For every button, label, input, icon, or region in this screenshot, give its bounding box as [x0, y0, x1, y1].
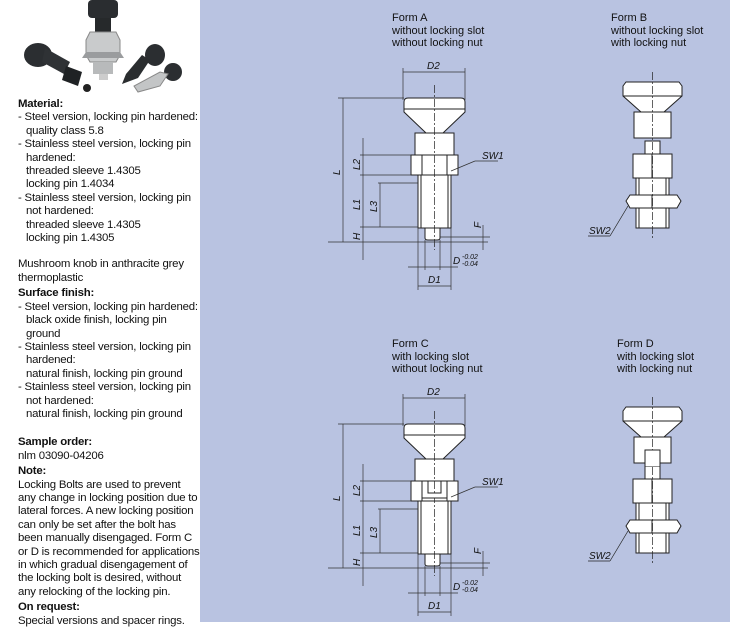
surface-line: - Stainless steel version, locking pin [18, 340, 191, 353]
surface-line: black oxide finish, locking pin ground [26, 314, 167, 340]
description-column: Material: - Steel version, locking pin h… [0, 0, 200, 627]
dim-l2: L2 [352, 158, 363, 170]
material-line: locking pin 1.4034 [26, 178, 115, 191]
dim-l: L [332, 495, 343, 501]
dim-f: F [473, 221, 484, 228]
surface-line: - Stainless steel version, locking pin [18, 381, 191, 394]
dim-l2: L2 [352, 484, 363, 496]
surface-item: - Stainless steel version, locking pin n… [18, 381, 200, 421]
form-label-line: with locking slot [392, 350, 470, 363]
form-label-line: Form D [617, 338, 654, 350]
material-item: - Steel version, locking pin hardened: q… [18, 111, 200, 138]
form-label-line: Form A [392, 12, 428, 24]
material-item: - Stainless steel version, locking pin n… [18, 192, 200, 246]
dim-d: D [453, 256, 460, 267]
dim-h: H [352, 232, 363, 240]
knob-text: thermoplastic [18, 271, 84, 284]
surface-line: natural finish, locking pin ground [26, 407, 183, 420]
surface-line: natural finish, locking pin ground [26, 367, 183, 380]
product-photo [24, 0, 182, 93]
form-label-line: with locking nut [611, 37, 687, 49]
surface-item: - Stainless steel version, locking pin h… [18, 341, 200, 381]
sample-order-value: nlm 03090-04206 [18, 449, 104, 462]
dim-d2: D2 [427, 61, 440, 72]
on-request-heading: On request: [18, 601, 80, 614]
surface-item: - Steel version, locking pin hardened: b… [18, 301, 200, 341]
material-line: threaded sleeve 1.4305 [26, 218, 141, 231]
material-line: not hardened: [26, 205, 94, 218]
dim-l3: L3 [369, 200, 380, 212]
material-item: - Stainless steel version, locking pin h… [18, 138, 200, 192]
description-text: Material: - Steel version, locking pin h… [18, 96, 200, 628]
dim-d2: D2 [427, 387, 440, 398]
knob-text: Mushroom knob in anthracite grey [18, 258, 184, 271]
dim-l1: L1 [352, 199, 363, 210]
material-line: threaded sleeve 1.4305 [26, 165, 141, 178]
dim-sw1: SW1 [482, 477, 504, 488]
dim-d: D [453, 582, 460, 593]
dim-f: F [473, 547, 484, 554]
note-heading: Note: [18, 465, 47, 478]
note-text: Locking Bolts are used to prevent any ch… [18, 478, 200, 598]
material-line: hardened: [26, 151, 76, 164]
dim-tol-lower: -0.04 [462, 261, 478, 268]
material-line: - Stainless steel version, locking pin [18, 138, 191, 151]
form-label-line: with locking slot [617, 350, 695, 363]
dim-l: L [332, 169, 343, 175]
form-c-drawing: D2 L L2 L1 L3 H F SW1 D -0.02 -0.04 D1 [327, 387, 504, 617]
material-heading: Material: [18, 98, 64, 110]
dim-sw1: SW1 [482, 151, 504, 162]
surface-line: - Steel version, locking pin hardened: [18, 300, 198, 313]
form-b-drawing: SW2 [587, 71, 683, 241]
dim-d1: D1 [428, 275, 441, 286]
material-line: quality class 5.8 [26, 124, 104, 137]
dim-tol-upper: -0.02 [462, 254, 478, 261]
form-label-line: Form B [611, 12, 648, 24]
dim-l3: L3 [369, 526, 380, 538]
material-line: locking pin 1.4305 [26, 232, 115, 245]
form-label-line: with locking nut [617, 363, 693, 375]
form-label-line: without locking nut [392, 37, 483, 49]
form-label-line: without locking slot [392, 24, 485, 37]
dim-tol-upper: -0.02 [462, 580, 478, 587]
form-label-line: without locking slot [611, 24, 704, 37]
dim-h: H [352, 558, 363, 566]
material-line: - Steel version, locking pin hardened: [18, 111, 198, 124]
sample-order-heading: Sample order: [18, 436, 92, 449]
form-a-drawing: D2 L L2 L1 L3 H F SW1 D -0.02 -0.04 D1 [327, 61, 504, 291]
dim-d1: D1 [428, 601, 441, 612]
dim-tol-lower: -0.04 [462, 587, 478, 594]
form-label-line: Form C [392, 338, 429, 350]
surface-line: hardened: [26, 354, 76, 367]
material-line: - Stainless steel version, locking pin [18, 191, 191, 204]
dim-sw2: SW2 [589, 551, 611, 562]
surface-line: not hardened: [26, 394, 94, 407]
dim-sw2: SW2 [589, 226, 611, 237]
dim-l1: L1 [352, 525, 363, 536]
form-label-line: without locking nut [392, 363, 483, 375]
surface-heading: Surface finish: [18, 287, 95, 300]
form-d-drawing: SW2 [587, 396, 683, 566]
